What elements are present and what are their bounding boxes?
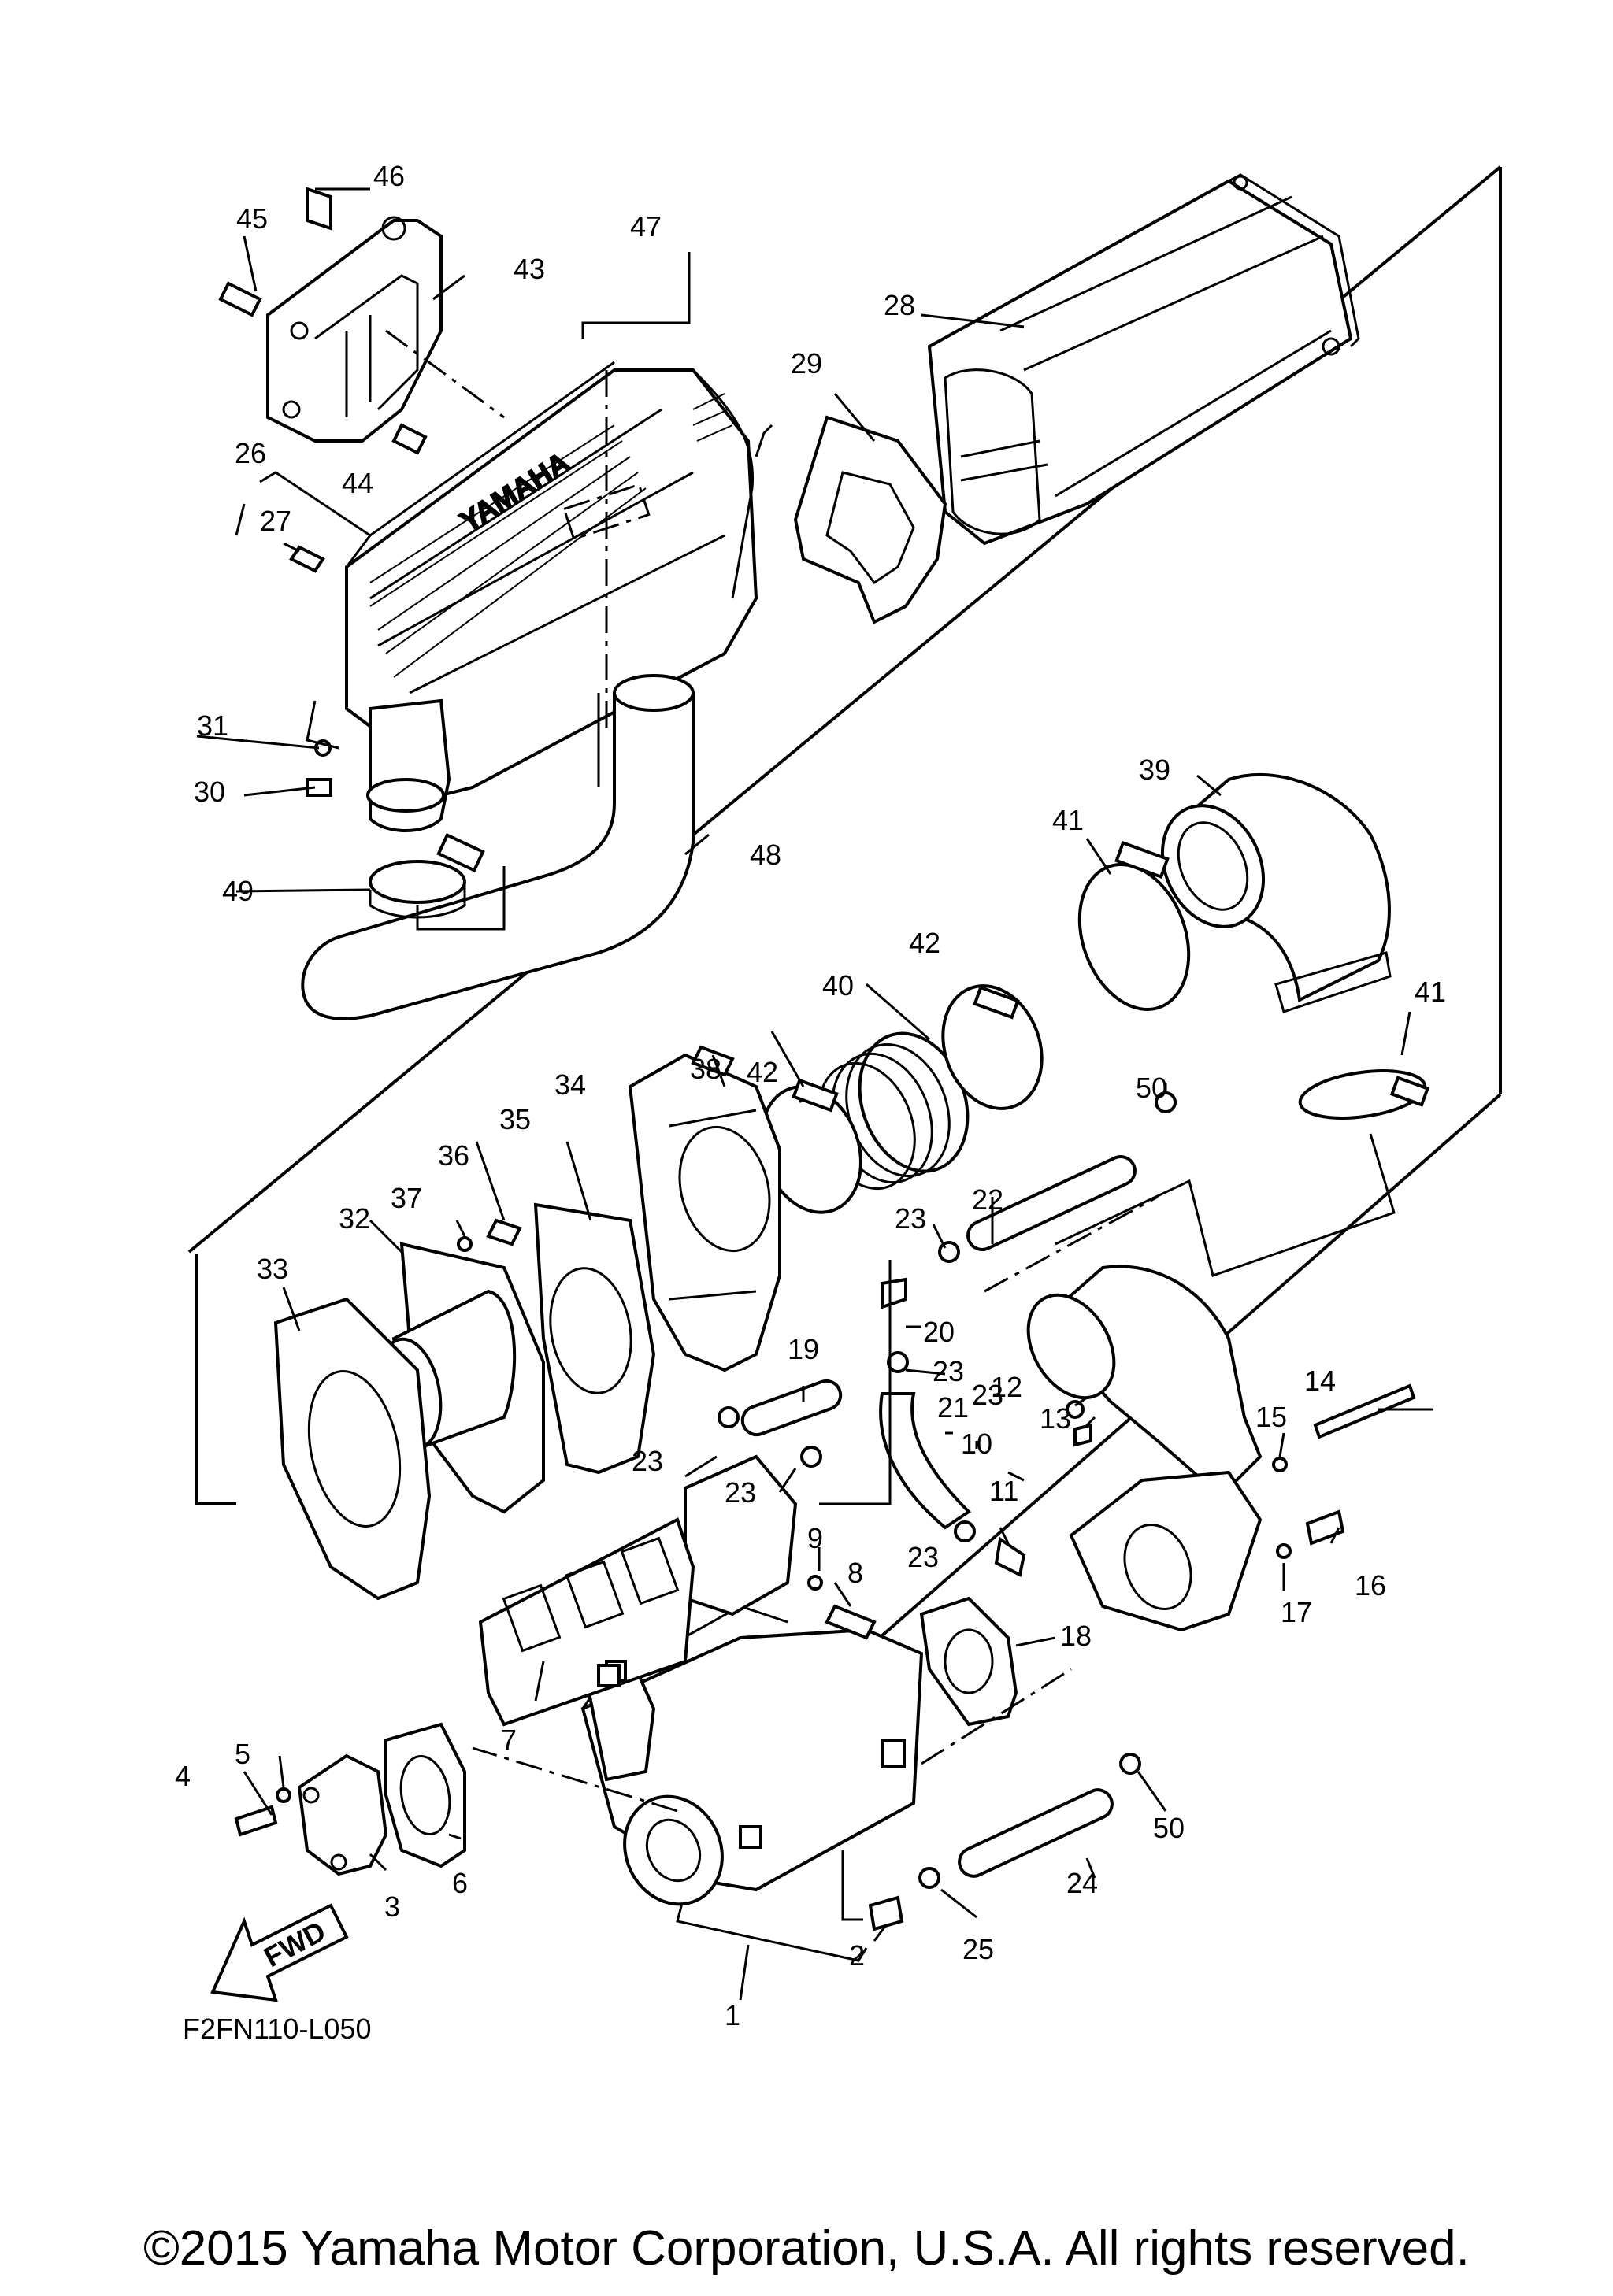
cover-3	[297, 1753, 388, 1876]
callout-3: 3	[384, 1890, 400, 1923]
bracket-2	[841, 1850, 863, 1921]
callout-20: 20	[923, 1316, 955, 1348]
callout-31: 31	[197, 709, 228, 742]
leader-lines	[196, 187, 1433, 2001]
callout-22: 22	[972, 1183, 1003, 1216]
callout-39: 39	[1139, 754, 1170, 786]
clamp-41-upper	[1077, 840, 1191, 1011]
yamaha-stripes	[369, 393, 733, 678]
callout-8: 8	[847, 1557, 863, 1589]
hose-22	[966, 1155, 1137, 1251]
callout-15: 15	[1255, 1401, 1287, 1433]
hose-21	[879, 1392, 972, 1530]
intake-box-28	[927, 173, 1360, 546]
callout-12: 12	[991, 1371, 1022, 1403]
gasket-33	[273, 1297, 432, 1601]
callout-21: 21	[937, 1391, 969, 1424]
gasket-6	[384, 1722, 466, 1868]
callout-50b: 50	[1153, 1812, 1185, 1844]
callout-24: 24	[1066, 1867, 1098, 1899]
callout-18: 18	[1060, 1620, 1092, 1652]
clamp-49	[369, 832, 485, 919]
gasket-35	[533, 1202, 656, 1475]
callout-19: 19	[788, 1333, 819, 1365]
callout-23d: 23	[725, 1476, 756, 1509]
callout-6: 6	[452, 1867, 468, 1899]
callout-13: 13	[1040, 1402, 1071, 1435]
callout-47: 47	[630, 210, 662, 243]
bracket-1	[676, 1890, 868, 1962]
callout-23a: 23	[895, 1202, 926, 1235]
gasket-7	[478, 1517, 695, 1727]
callout-17: 17	[1281, 1596, 1312, 1628]
alignment-lines	[306, 329, 1396, 1813]
callout-46: 46	[373, 160, 405, 192]
callout-41b: 41	[1415, 976, 1446, 1008]
callout-23b: 23	[933, 1355, 964, 1387]
housing-34	[628, 1053, 781, 1372]
callout-10: 10	[961, 1428, 992, 1460]
callout-2: 2	[849, 1939, 865, 1972]
exhaust-elbow	[1026, 1265, 1263, 1632]
callout-33: 33	[257, 1253, 288, 1285]
callout-9: 9	[807, 1522, 823, 1554]
callout-30: 30	[194, 776, 225, 808]
callout-36: 36	[438, 1139, 469, 1172]
callout-23c: 23	[632, 1445, 663, 1477]
callout-45: 45	[236, 202, 268, 235]
copyright-notice: ©2015 Yamaha Motor Corporation, U.S.A. A…	[143, 2221, 1470, 2276]
callout-16: 16	[1355, 1569, 1386, 1602]
callout-49: 49	[222, 875, 254, 907]
callout-43: 43	[514, 253, 545, 285]
callout-34: 34	[554, 1068, 586, 1101]
callout-27: 27	[260, 505, 291, 537]
hose-19	[740, 1379, 843, 1437]
callout-26: 26	[235, 437, 266, 469]
duct-hose-48	[301, 674, 695, 1020]
elbow-39	[1160, 772, 1392, 1013]
callout-1: 1	[725, 1999, 740, 2031]
clamp-42-right	[941, 984, 1044, 1110]
callout-32: 32	[339, 1202, 370, 1235]
callout-42b: 42	[747, 1056, 778, 1088]
callout-50a: 50	[1136, 1072, 1167, 1104]
fwd-arrow-icon: FWD	[210, 1903, 349, 2002]
gasket-frame-29	[793, 415, 947, 624]
gasket-18	[919, 1596, 1018, 1727]
callout-4: 4	[175, 1760, 191, 1792]
plate-32	[376, 1242, 545, 1514]
clamp-41-lower	[1298, 1069, 1430, 1120]
callout-42a: 42	[909, 927, 940, 959]
figure-code: F2FN110-L050	[183, 2013, 372, 2045]
callout-23e: 23	[907, 1541, 939, 1573]
bracket-43	[266, 216, 443, 443]
callout-38: 38	[690, 1053, 721, 1085]
callout-44: 44	[342, 467, 373, 499]
callout-7: 7	[501, 1724, 517, 1756]
callout-11: 11	[989, 1475, 1018, 1507]
callout-40: 40	[822, 969, 854, 1002]
callout-28: 28	[884, 289, 915, 321]
callout-5: 5	[235, 1738, 250, 1770]
callout-37: 37	[391, 1182, 422, 1214]
hose-24	[958, 1788, 1114, 1878]
callout-35: 35	[499, 1103, 531, 1135]
callout-25: 25	[962, 1933, 994, 1965]
callouts: 1 2 3 4 5 6 7 8 9 10 11 12 13 14 15 16 1…	[175, 160, 1446, 2031]
callout-14: 14	[1304, 1365, 1336, 1397]
callout-48: 48	[750, 839, 781, 871]
callout-41a: 41	[1052, 804, 1084, 836]
bracket-26	[259, 471, 371, 537]
callout-29: 29	[791, 347, 822, 380]
small-hardware	[218, 187, 1416, 1931]
manifold-1	[580, 1454, 924, 1906]
callout-23f: 23	[972, 1379, 1003, 1411]
assembly-boundary-left	[195, 1254, 236, 1505]
